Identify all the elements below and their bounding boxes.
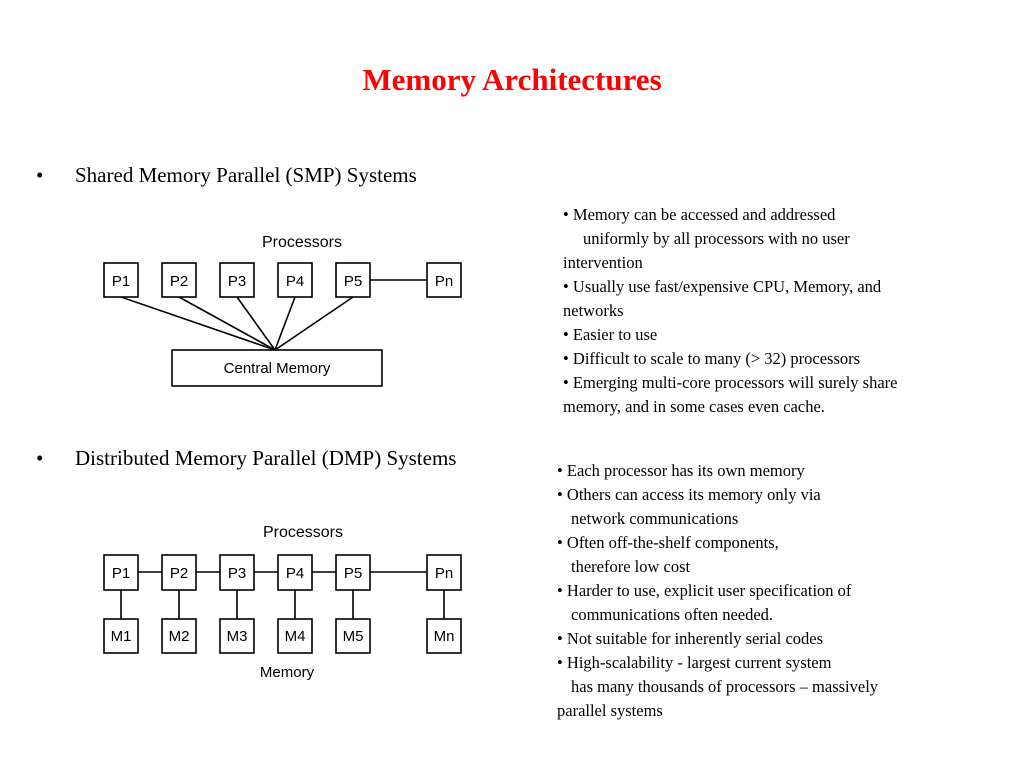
- dmp-memory-label: M4: [285, 628, 306, 645]
- smp-note-line: • Memory can be accessed and addressed: [563, 205, 836, 224]
- dmp-heading: Distributed Memory Parallel (DMP) System…: [75, 446, 457, 470]
- dmp-memory-box: [335, 618, 371, 654]
- dmp-node-label: P1: [112, 565, 130, 582]
- smp-processors-label: Processors: [262, 234, 342, 251]
- dmp-node-box: [219, 554, 255, 591]
- central-memory-box: [171, 349, 383, 387]
- dmp-memory-box: [219, 618, 255, 654]
- smp-node-label: P5: [344, 273, 362, 290]
- dmp-note-line: • Not suitable for inherently serial cod…: [557, 629, 824, 648]
- dmp-memory-label: M3: [227, 628, 248, 645]
- smp-node-label: P4: [286, 273, 304, 290]
- dmp-note-line: • High-scalability - largest current sys…: [557, 653, 832, 672]
- dmp-node-label: P5: [344, 565, 362, 582]
- dmp-note-line: • Each processor has its own memory: [557, 461, 805, 480]
- smp-note-line: • Emerging multi-core processors will su…: [563, 373, 898, 392]
- central-memory-label: Central Memory: [224, 360, 331, 377]
- dmp-notes: • Each processor has its own memory • Ot…: [557, 459, 878, 723]
- dmp-memory-label: M5: [343, 628, 364, 645]
- smp-heading-row: • Shared Memory Parallel (SMP) Systems: [36, 163, 417, 188]
- bullet: •: [36, 163, 44, 187]
- dmp-note-line: • Often off-the-shelf components,: [557, 533, 779, 552]
- dmp-note-line: therefore low cost: [571, 557, 691, 576]
- smp-node-box: [426, 262, 462, 298]
- smp-note-line: • Usually use fast/expensive CPU, Memory…: [563, 277, 882, 296]
- smp-node-label: P1: [112, 273, 130, 290]
- dmp-node-box: [277, 554, 313, 591]
- dmp-memory-box: [426, 618, 462, 654]
- dmp-memory-box: [103, 618, 139, 654]
- smp-node-box: [219, 262, 255, 298]
- dmp-note-line: has many thousands of processors – massi…: [571, 677, 879, 696]
- dmp-memory-box: [277, 618, 313, 654]
- dmp-note-line: • Others can access its memory only via: [557, 485, 821, 504]
- smp-notes: • Memory can be accessed and addressed u…: [563, 203, 897, 419]
- smp-note-line: memory, and in some cases even cache.: [563, 397, 825, 416]
- dmp-memory-box: [161, 618, 197, 654]
- smp-note-line: uniformly by all processors with no user: [583, 229, 850, 248]
- dmp-note-line: • Harder to use, explicit user specifica…: [557, 581, 852, 600]
- smp-node-box: [161, 262, 197, 298]
- bullet: •: [36, 446, 44, 470]
- smp-note-line: networks: [563, 301, 624, 320]
- smp-note-line: • Difficult to scale to many (> 32) proc…: [563, 349, 861, 368]
- dmp-node-box: [335, 554, 371, 591]
- dmp-processors-label: Processors: [263, 524, 343, 541]
- dmp-heading-row: • Distributed Memory Parallel (DMP) Syste…: [36, 446, 456, 471]
- dmp-node-label: P2: [170, 565, 188, 582]
- smp-heading: Shared Memory Parallel (SMP) Systems: [75, 163, 417, 187]
- smp-diagram-pn: Pn: [395, 262, 462, 298]
- dmp-note-line: communications often needed.: [571, 605, 774, 624]
- dmp-diagram: Processors P1 P2 P3 P4 P5 Pn M1: [103, 524, 462, 681]
- smp-note-line: intervention: [563, 253, 643, 272]
- dmp-note-line: network communications: [571, 509, 739, 528]
- dmp-memory-label: M2: [169, 628, 190, 645]
- smp-node-label: P2: [170, 273, 188, 290]
- smp-node-box: [103, 262, 139, 298]
- dmp-memory-label: Mn: [434, 628, 455, 645]
- dmp-node-label: Pn: [435, 565, 453, 582]
- dmp-memory-label: M1: [111, 628, 132, 645]
- dmp-node-label: P3: [228, 565, 246, 582]
- dmp-note-line: parallel systems: [557, 701, 663, 720]
- smp-node-box: [335, 262, 371, 298]
- dmp-node-box: [426, 554, 462, 591]
- smp-diagram: Processors P1 P2 P3 P4 P5 Central Memory: [103, 234, 395, 387]
- smp-node-label: P3: [228, 273, 246, 290]
- smp-node-label: Pn: [435, 273, 453, 290]
- slide-title: Memory Architectures: [362, 62, 662, 97]
- dmp-node-box: [161, 554, 197, 591]
- dmp-memory-caption: Memory: [260, 664, 315, 681]
- smp-node-box: [277, 262, 313, 298]
- dmp-node-label: P4: [286, 565, 304, 582]
- smp-note-line: • Easier to use: [563, 325, 658, 344]
- dmp-node-box: [103, 554, 139, 591]
